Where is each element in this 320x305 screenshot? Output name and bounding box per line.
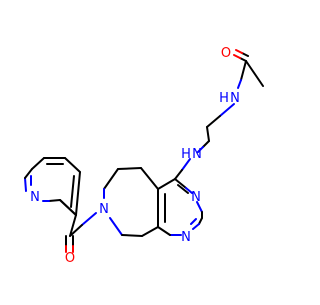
bond-py-c3-dbl (70, 175, 75, 208)
bond-co-left (239, 57, 247, 62)
amide-oxygen-label: O (221, 46, 231, 61)
bond-c2-n1-n (192, 223, 200, 230)
bond-py-c2-n1 (48, 199, 61, 202)
bond-py-n1-c6-n (24, 177, 27, 192)
bond-co-pyridine (69, 214, 77, 237)
bond-c-n-amide (240, 60, 247, 81)
bond-c4-n3-n (185, 187, 193, 194)
carbonyl-oxygen-label: O (65, 251, 75, 266)
pyridine-nitrogen-label: N (30, 190, 40, 205)
bond-py-n1-c6 (24, 168, 33, 179)
bond-n-ch2 (206, 115, 221, 128)
amide-nitrogen-label: N (230, 91, 240, 106)
bond-ch2-ch2 (206, 126, 210, 142)
bond-ch2-n-amine (202, 140, 210, 148)
bond-py-c4-c3 (64, 157, 81, 173)
bond-co-right-o (235, 49, 243, 54)
bond-n3-c2-n (196, 201, 203, 213)
bond-c-n-amide-n (237, 79, 242, 89)
pyrimidine-n1-label: N (181, 230, 191, 245)
ring-nitrogen-label: N (99, 202, 109, 217)
molecule-diagram: O N H N H N N N N O (24, 46, 264, 266)
atom-labels: O N H N H N N N N O (30, 46, 240, 266)
bond-n1-c8a (157, 226, 171, 236)
bond-co-right (241, 52, 249, 57)
bond-n7-c8-n (109, 217, 123, 236)
pyrimidine-n3-label: N (191, 190, 201, 205)
bond-c2-n1-dbl (190, 218, 197, 225)
bond-c5-c6 (117, 167, 142, 170)
bond-py-close (59, 199, 77, 216)
bond-py-c3-c3 (75, 171, 81, 216)
amine-hydrogen-label: H (181, 147, 191, 162)
structure-svg: O N H N H N N N N O (24, 46, 264, 266)
bond-n-c4-n (181, 158, 191, 171)
bond-c4a-c4 (157, 178, 176, 190)
bond-c2-n1 (198, 217, 203, 225)
bond-c4-n3-dbl (177, 184, 189, 194)
bond-py-c6-c5 (31, 157, 45, 170)
bond-c4a-c5 (140, 167, 159, 190)
bond-n-c4 (174, 169, 183, 180)
amide-hydrogen-label: H (219, 91, 229, 106)
bond-n-ch2-n (219, 103, 235, 117)
bonds (24, 49, 264, 253)
bond-co-left-o (233, 54, 241, 59)
bond-methyl (245, 60, 264, 87)
bond-n7-co (69, 224, 83, 237)
bond-c4-n3 (174, 178, 187, 189)
bond-c8-c8a (141, 226, 159, 237)
bond-ch2-n-amine-n (197, 146, 204, 153)
bond-c6-n7 (103, 168, 119, 190)
bond-n7-co-n (81, 212, 97, 226)
bond-n7-c8 (121, 234, 143, 237)
amine-nitrogen-label: N (192, 147, 202, 162)
